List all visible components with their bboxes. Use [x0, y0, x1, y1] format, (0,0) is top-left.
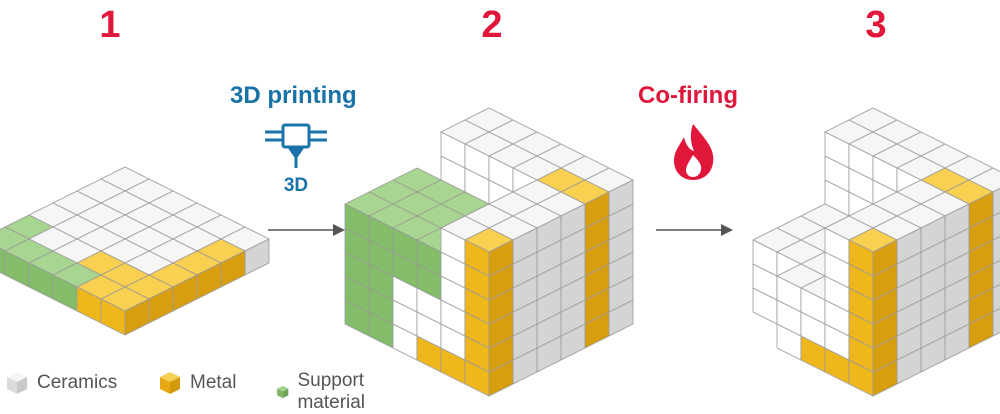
- stage-3-cube: [752, 107, 1000, 397]
- cube-structures: [0, 107, 1000, 397]
- support-swatch-icon: [277, 385, 289, 399]
- process-label-co-firing: Co-firing: [638, 82, 738, 109]
- legend-label: Ceramics: [37, 372, 118, 393]
- printer-icon-label: 3D: [284, 175, 308, 196]
- printer-nozzle-icon: [265, 123, 327, 168]
- legend-item-support-material: Support material: [276, 370, 376, 414]
- stage-1-layer: [0, 166, 270, 336]
- legend-label: Support material: [297, 370, 366, 413]
- legend-item-ceramics: Ceramics: [5, 370, 117, 396]
- flow-arrow-1: [268, 224, 345, 236]
- stage-2-cube: [344, 107, 634, 397]
- legend-label: Metal: [190, 372, 237, 393]
- step-number-3: 3: [865, 4, 887, 46]
- legend-item-metal: Metal: [158, 370, 236, 396]
- step-number-1: 1: [99, 4, 121, 46]
- process-label-3d-printing: 3D printing: [230, 82, 357, 109]
- ceramics-swatch-icon: [7, 372, 27, 394]
- flame-icon: [674, 124, 714, 180]
- flow-arrow-2: [656, 224, 733, 236]
- step-number-2: 2: [481, 4, 503, 46]
- metal-swatch-icon: [160, 372, 180, 394]
